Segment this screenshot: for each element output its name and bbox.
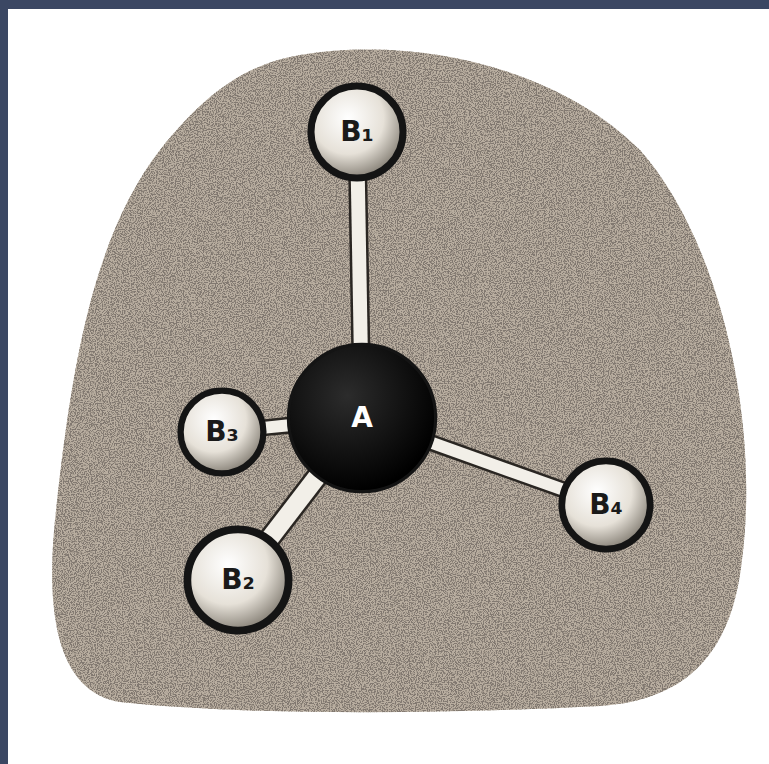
bond-outline [269,476,318,539]
ligand-atom: B₄ [558,457,654,553]
bond-stick [263,425,289,428]
atom-label: B₂ [221,565,255,596]
bond-outline [358,178,361,344]
atom-label: B₄ [589,490,623,521]
ligand-atom: B₂ [183,525,293,635]
bond-stick [269,476,318,539]
atom-label: B₃ [205,417,239,448]
bond-stick [431,443,564,490]
ligand-atom: B₁ [307,82,407,182]
central-atom: A [282,338,442,498]
atom-label: A [351,403,373,434]
bond-stick [358,178,361,344]
bond-outline [431,443,564,490]
frame-band [0,0,769,9]
frame-band [0,0,8,764]
ligand-atom: B₃ [177,387,267,477]
atom-label: B₁ [340,117,374,148]
electron-cloud [52,49,746,712]
bond-outline [263,425,289,428]
